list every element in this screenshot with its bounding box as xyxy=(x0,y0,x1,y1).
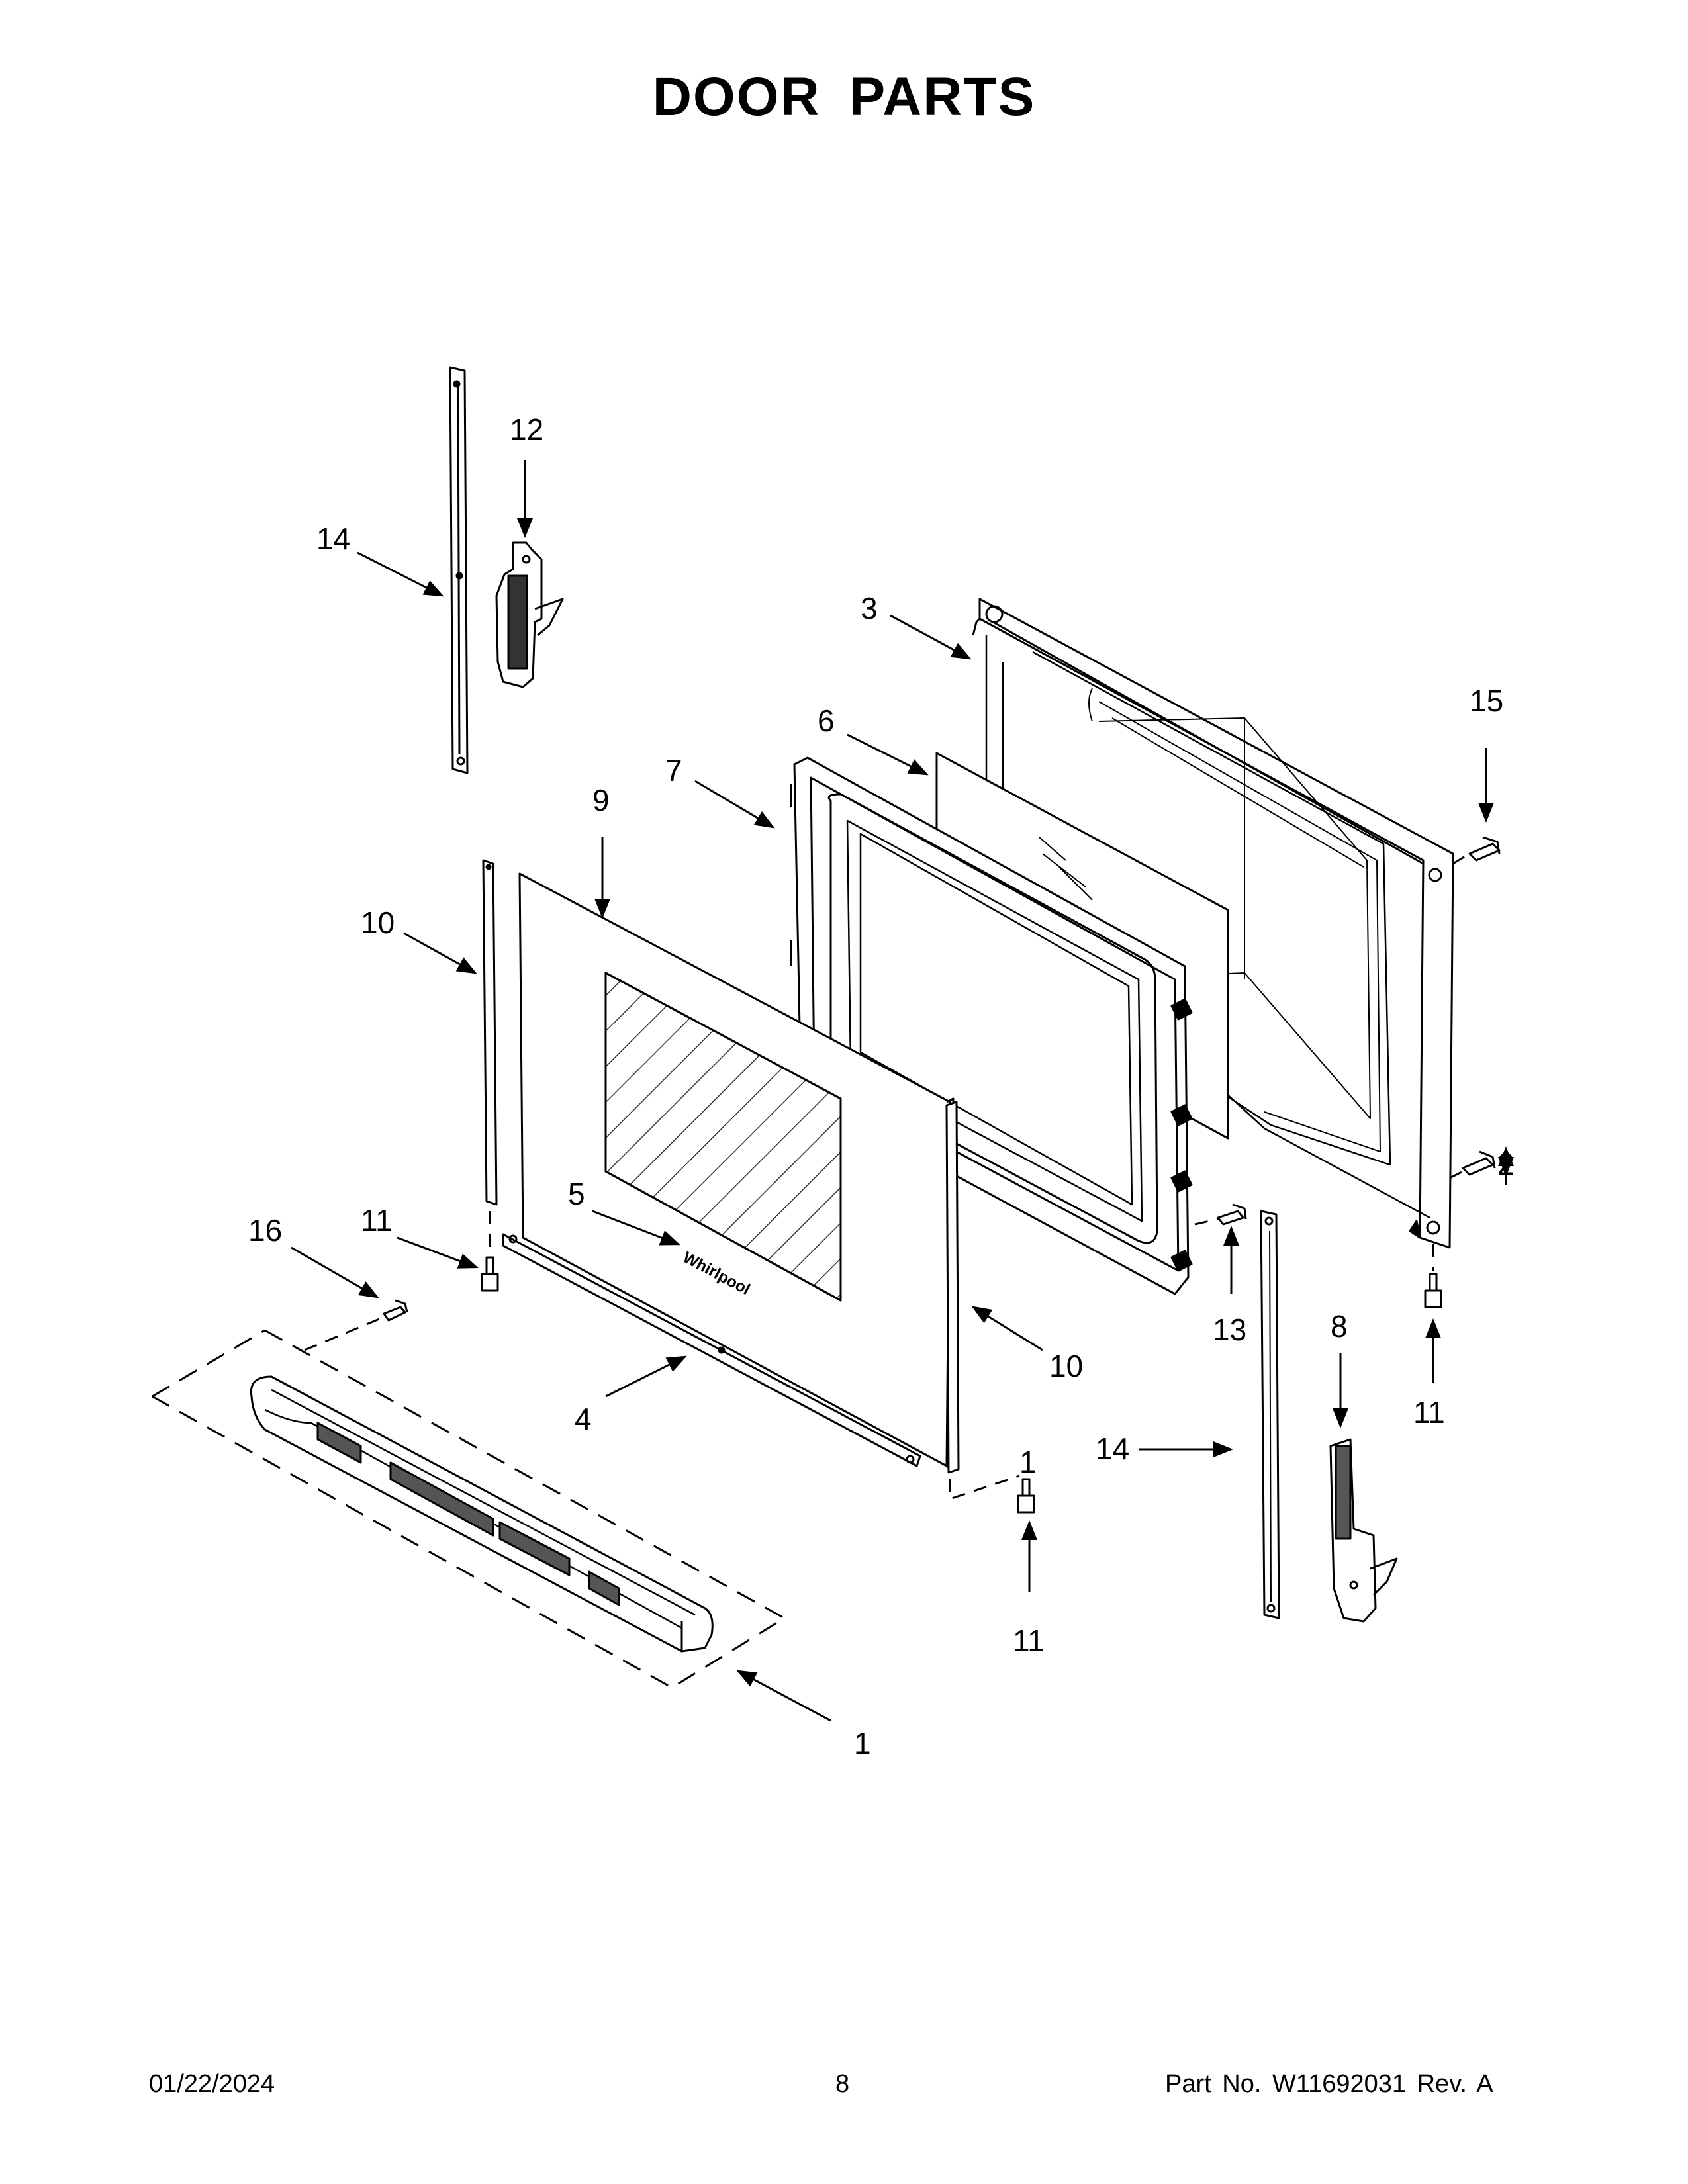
callout-15: 15 xyxy=(1470,684,1503,718)
hinge-right-part xyxy=(1329,1438,1398,1623)
callout-10-right: 10 xyxy=(1049,1349,1083,1383)
side-trim-right-part xyxy=(945,1101,960,1474)
assembly-lines xyxy=(304,852,1470,1500)
screw-16 xyxy=(383,1299,408,1322)
door-trim-bottom-part xyxy=(502,1233,921,1467)
screw-11-b xyxy=(1017,1478,1035,1514)
screw-11-a xyxy=(481,1256,499,1292)
callout-3: 3 xyxy=(861,591,878,625)
side-trim-left-part xyxy=(482,859,498,1206)
callout-4: 4 xyxy=(575,1402,592,1436)
callout-14-right: 14 xyxy=(1096,1432,1129,1466)
callout-11-bottom: 11 xyxy=(1013,1623,1045,1658)
screw-11-c xyxy=(1424,1273,1442,1308)
callout-leaders xyxy=(291,460,1514,1722)
screw-13 xyxy=(1217,1203,1247,1226)
hinge-left-part xyxy=(495,541,564,688)
callout-7: 7 xyxy=(665,753,682,788)
callout-16: 16 xyxy=(248,1213,282,1248)
hinge-receiver-right-part xyxy=(1260,1210,1280,1619)
callout-14-left: 14 xyxy=(316,522,350,556)
footer-date: 01/22/2024 xyxy=(149,2070,275,2098)
callout-2: 2 xyxy=(1497,1147,1515,1181)
callout-12: 12 xyxy=(510,412,543,447)
page-title: DOOR PARTS xyxy=(652,67,1036,127)
callout-1-small: 1 xyxy=(1019,1445,1037,1479)
callout-8: 8 xyxy=(1331,1309,1348,1343)
screw-15 xyxy=(1468,836,1501,862)
callout-10-left: 10 xyxy=(361,905,395,940)
callout-11-left: 11 xyxy=(361,1203,393,1238)
callout-11-right: 11 xyxy=(1413,1395,1445,1430)
screw-2 xyxy=(1462,1150,1496,1176)
footer-page-number: 8 xyxy=(835,2070,850,2098)
callout-6: 6 xyxy=(818,704,835,738)
callout-9: 9 xyxy=(592,783,610,817)
callout-1: 1 xyxy=(854,1726,871,1760)
callout-labels: 14 12 3 15 6 7 9 10 5 2 11 16 13 8 10 11… xyxy=(248,412,1515,1760)
footer-part-number: Part No. W11692031 Rev. A xyxy=(1165,2070,1493,2098)
callout-5: 5 xyxy=(568,1177,585,1211)
hinge-receiver-left-part xyxy=(449,366,469,774)
callout-13: 13 xyxy=(1213,1312,1246,1347)
door-handle-part xyxy=(152,1329,786,1689)
